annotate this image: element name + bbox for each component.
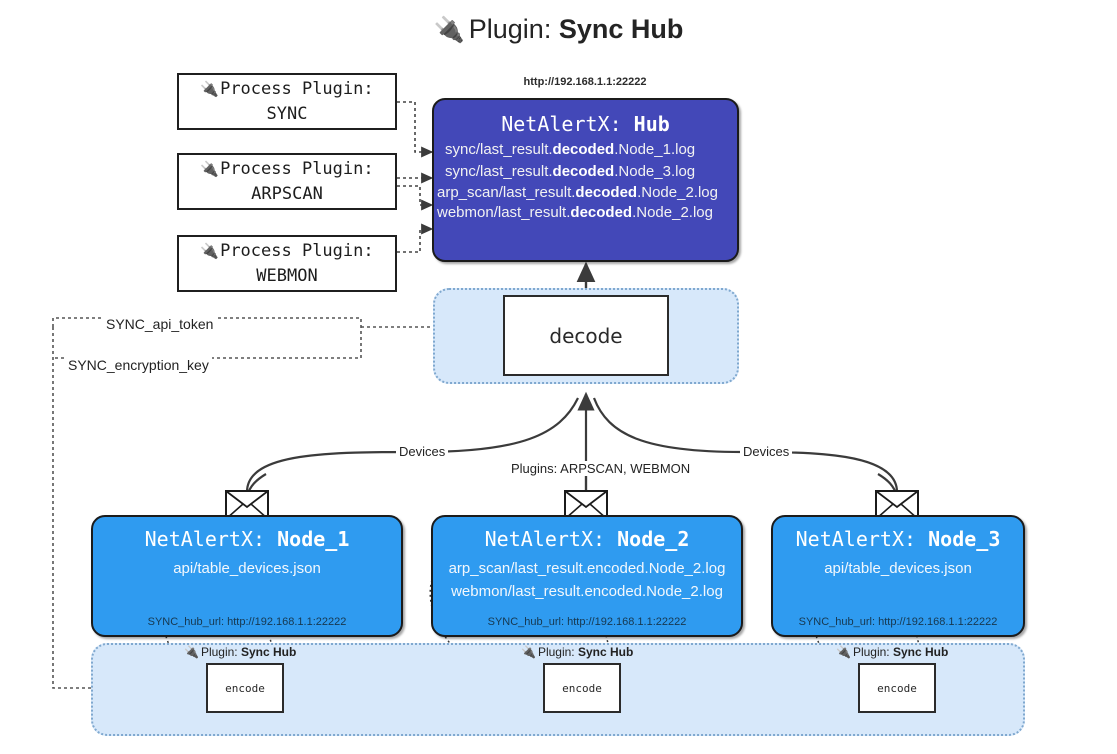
hub-log-line: webmon/last_result.decoded.Node_2.log xyxy=(437,204,713,221)
plug-icon: 🔌 xyxy=(200,159,220,178)
process-plugin-label: Process Plugin: xyxy=(220,240,374,261)
node-box-node-3[interactable]: NetAlertX: Node_3 api/table_devices.json… xyxy=(771,515,1025,637)
node-box-node-2[interactable]: NetAlertX: Node_2 arp_scan/last_result.e… xyxy=(431,515,743,637)
plug-icon: 🔌 xyxy=(836,645,851,659)
hub-title: NetAlertX: Hub xyxy=(434,112,737,136)
hub-title-prefix: NetAlertX: xyxy=(501,112,622,136)
encode-label: encode xyxy=(562,681,602,695)
node-hub-url: SYNC_hub_url: http://192.168.1.1:22222 xyxy=(147,616,347,628)
encode-label: encode xyxy=(877,681,917,695)
node-title: NetAlertX: Node_1 xyxy=(93,527,401,551)
process-plugin-arpscan[interactable]: 🔌Process Plugin: ARPSCAN xyxy=(177,153,397,210)
decode-label: decode xyxy=(549,323,623,348)
env-token-frame xyxy=(52,317,362,359)
link-arpscan-to-hub-2 xyxy=(397,185,434,211)
plug-icon: 🔌 xyxy=(433,16,465,44)
node-hub-url: SYNC_hub_url: http://192.168.1.1:22222 xyxy=(487,616,687,628)
page-title: 🔌Plugin: Sync Hub xyxy=(0,14,1117,45)
node-line: arp_scan/last_result.encoded.Node_2.log xyxy=(448,560,726,577)
node-title: NetAlertX: Node_3 xyxy=(773,527,1023,551)
encode-box-2[interactable]: encode xyxy=(543,663,621,713)
plug-icon: 🔌 xyxy=(200,241,220,260)
hub-log-line: arp_scan/last_result.decoded.Node_2.log xyxy=(437,184,718,201)
link-sync-to-hub xyxy=(397,101,434,158)
plug-icon: 🔌 xyxy=(184,645,199,659)
process-plugin-value: WEBMON xyxy=(256,265,318,286)
encode-box-3[interactable]: encode xyxy=(858,663,936,713)
process-plugin-label: Process Plugin: xyxy=(220,78,374,99)
process-plugin-sync[interactable]: 🔌Process Plugin: SYNC xyxy=(177,73,397,130)
node-title-name: Node_3 xyxy=(928,527,1001,551)
node-title-prefix: NetAlertX: xyxy=(795,527,917,551)
process-plugin-value: SYNC xyxy=(266,103,308,124)
hub-title-name: Hub xyxy=(633,112,670,136)
hub-box[interactable]: NetAlertX: Hub sync/last_result.decoded.… xyxy=(432,98,739,262)
plug-icon: 🔌 xyxy=(200,79,220,98)
node-box-node-1[interactable]: NetAlertX: Node_1 api/table_devices.json… xyxy=(91,515,403,637)
process-plugin-label: Process Plugin: xyxy=(220,158,374,179)
node-hub-url: SYNC_hub_url: http://192.168.1.1:22222 xyxy=(798,616,998,628)
encode-label: encode xyxy=(225,681,265,695)
process-plugin-webmon[interactable]: 🔌Process Plugin: WEBMON xyxy=(177,235,397,292)
node-title: NetAlertX: Node_2 xyxy=(433,527,741,551)
node-line: webmon/last_result.encoded.Node_2.log xyxy=(451,583,723,600)
edge-label-devices-right: Devices xyxy=(740,444,793,459)
hub-url-label: http://192.168.1.1:22222 xyxy=(523,76,647,88)
encode-plugin-tag-2: 🔌Plugin: Sync Hub xyxy=(521,645,634,659)
env-encryption-key-label: SYNC_encryption_key xyxy=(65,357,212,373)
edge-label-devices-left: Devices xyxy=(396,444,449,459)
title-name: Sync Hub xyxy=(558,14,684,44)
edge-label-plugins-center: Plugins: ARPSCAN, WEBMON xyxy=(508,461,694,476)
node-title-name: Node_1 xyxy=(277,527,350,551)
node-title-prefix: NetAlertX: xyxy=(484,527,606,551)
title-prefix: Plugin: xyxy=(468,14,552,44)
envelope-icon-node2 xyxy=(564,490,608,520)
envelope-icon-node1 xyxy=(225,490,269,520)
hub-log-line: sync/last_result.decoded.Node_1.log xyxy=(445,141,696,158)
plug-icon: 🔌 xyxy=(521,645,536,659)
node-title-name: Node_2 xyxy=(617,527,690,551)
env-api-token-label: SYNC_api_token xyxy=(103,316,217,332)
encode-plugin-tag-1: 🔌Plugin: Sync Hub xyxy=(184,645,297,659)
decode-box[interactable]: decode xyxy=(503,295,669,376)
hub-log-line: sync/last_result.decoded.Node_3.log xyxy=(445,163,696,180)
node-line: api/table_devices.json xyxy=(173,560,321,577)
node-line: api/table_devices.json xyxy=(824,560,972,577)
encode-box-1[interactable]: encode xyxy=(206,663,284,713)
process-plugin-value: ARPSCAN xyxy=(251,183,323,204)
encode-plugin-tag-3: 🔌Plugin: Sync Hub xyxy=(836,645,949,659)
node-title-prefix: NetAlertX: xyxy=(144,527,266,551)
